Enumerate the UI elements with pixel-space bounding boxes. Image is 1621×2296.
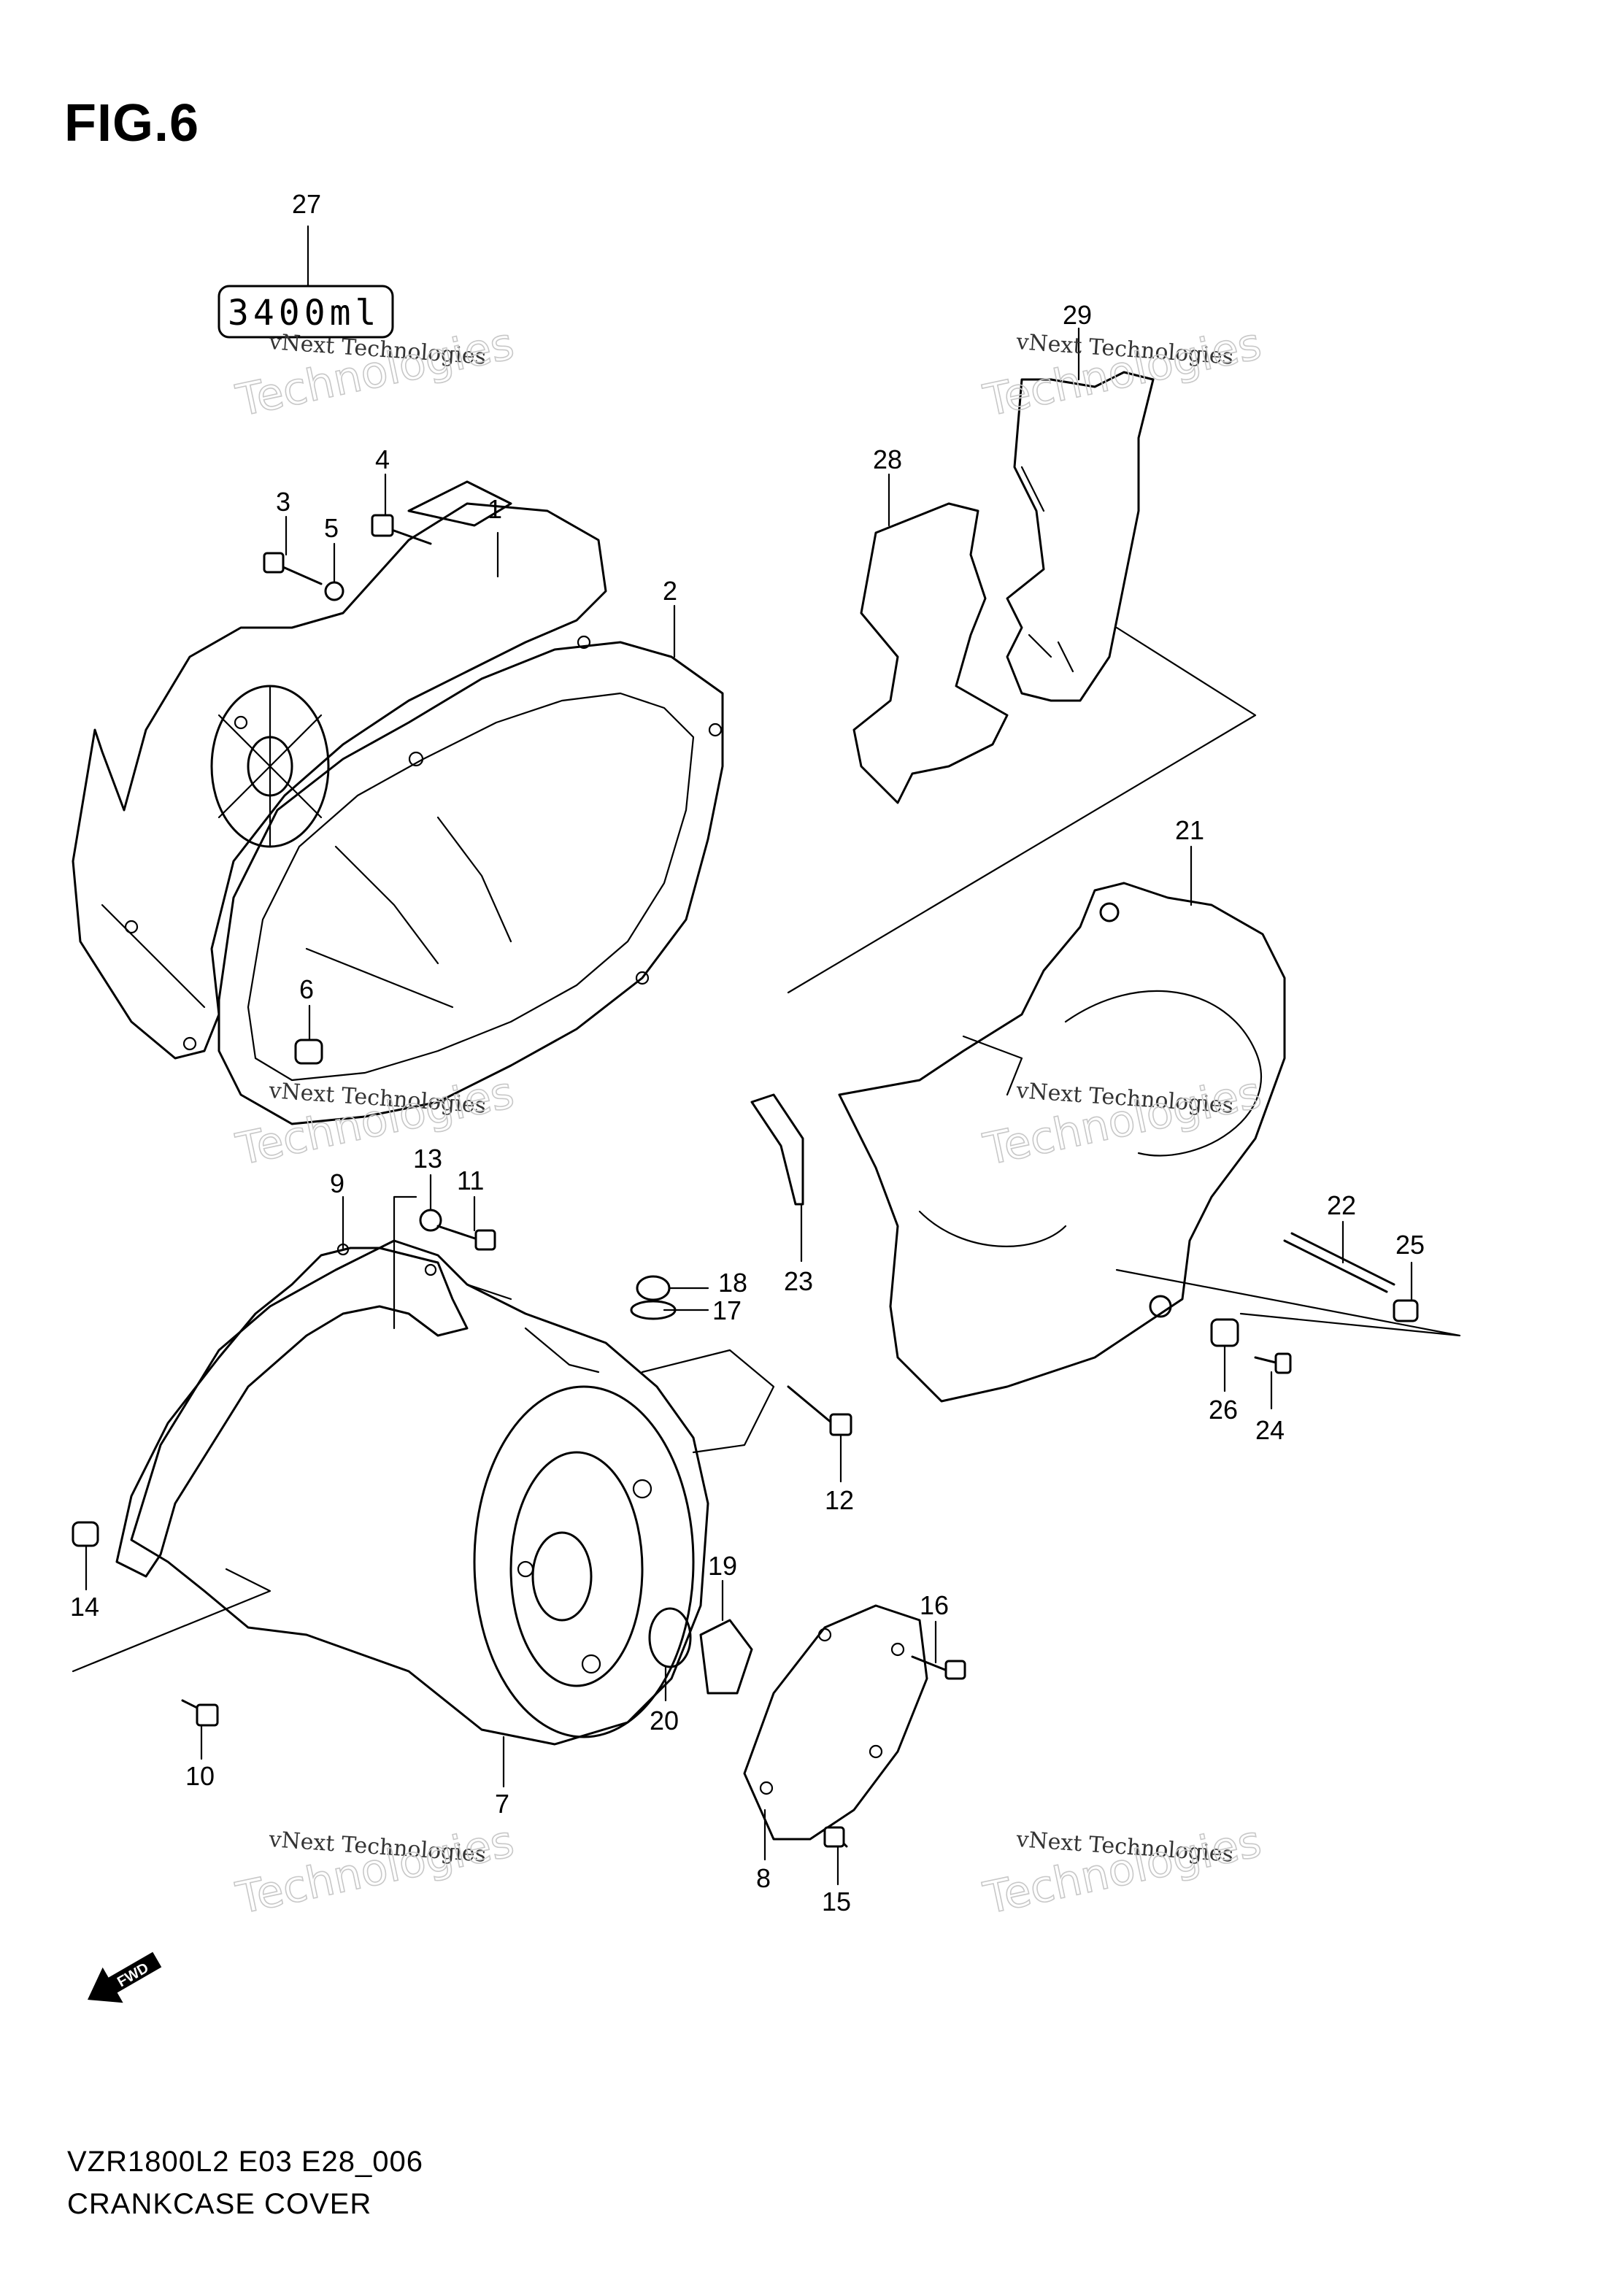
part-number-5: 5 [324, 513, 339, 543]
part-number-labels: 1 2 3 4 5 6 7 8 9 10 11 12 13 14 15 16 1… [70, 189, 1425, 1916]
part-number-22: 22 [1327, 1190, 1356, 1220]
cover-plates-28-29 [787, 371, 1257, 994]
part-number-23: 23 [784, 1266, 813, 1296]
part-number-9: 9 [330, 1168, 344, 1198]
dowel-pin [294, 1039, 323, 1065]
sealant-box: 3400ml [217, 225, 394, 339]
part-number-18: 18 [718, 1268, 747, 1298]
generator-cover [130, 1239, 775, 1746]
clip [750, 1093, 804, 1206]
part-number-2: 2 [663, 576, 677, 606]
leader-lines [85, 327, 1413, 1886]
part-number-27: 27 [292, 189, 321, 219]
part-number-25: 25 [1395, 1230, 1425, 1260]
generator-cover-gasket [115, 1195, 469, 1578]
part-number-12: 12 [825, 1485, 854, 1515]
part-number-17: 17 [712, 1295, 742, 1325]
model-code: VZR1800L2 E03 E28_006 [67, 2146, 424, 2178]
part-number-7: 7 [495, 1789, 509, 1819]
part-number-15: 15 [822, 1887, 851, 1916]
part-number-6: 6 [299, 974, 314, 1004]
fasteners-lower [72, 1209, 852, 1727]
part-number-16: 16 [920, 1590, 949, 1620]
part-number-24: 24 [1255, 1415, 1285, 1445]
part-number-26: 26 [1209, 1395, 1238, 1425]
sealant-label: 3400ml [228, 293, 380, 334]
part-number-10: 10 [185, 1761, 215, 1791]
outer-cover [838, 882, 1286, 1403]
cap-assembly [648, 1604, 966, 1848]
part-number-14: 14 [70, 1592, 99, 1622]
part-number-20: 20 [650, 1706, 679, 1736]
part-number-28: 28 [873, 444, 902, 474]
clutch-cover-gasket [217, 641, 724, 1125]
section-name: CRANKCASE COVER [67, 2188, 372, 2220]
fwd-arrow-icon: FWD [88, 1952, 162, 2003]
watermark-bottom-right: vNext Technologies Technologies [979, 1815, 1266, 1925]
part-number-13: 13 [413, 1144, 442, 1174]
watermark-mid-right: vNext Technologies Technologies [979, 1066, 1266, 1176]
watermark-mid-left: vNext Technologies Technologies [231, 1066, 519, 1176]
watermark-top-right: vNext Technologies Technologies [979, 317, 1266, 427]
part-number-3: 3 [276, 487, 290, 517]
watermark-top-left: vNext Technologies Technologies [231, 317, 519, 427]
part-number-19: 19 [708, 1551, 737, 1581]
figure-title: FIG.6 [64, 94, 200, 153]
part-number-1: 1 [488, 494, 502, 524]
part-number-11: 11 [457, 1166, 484, 1195]
part-number-29: 29 [1063, 300, 1092, 330]
clutch-cover [72, 480, 607, 1060]
part-number-8: 8 [756, 1863, 771, 1893]
part-number-4: 4 [375, 444, 390, 474]
part-number-21: 21 [1175, 815, 1204, 845]
bolts-upper [263, 514, 432, 601]
watermark-bottom-left: vNext Technologies Technologies [231, 1815, 519, 1925]
